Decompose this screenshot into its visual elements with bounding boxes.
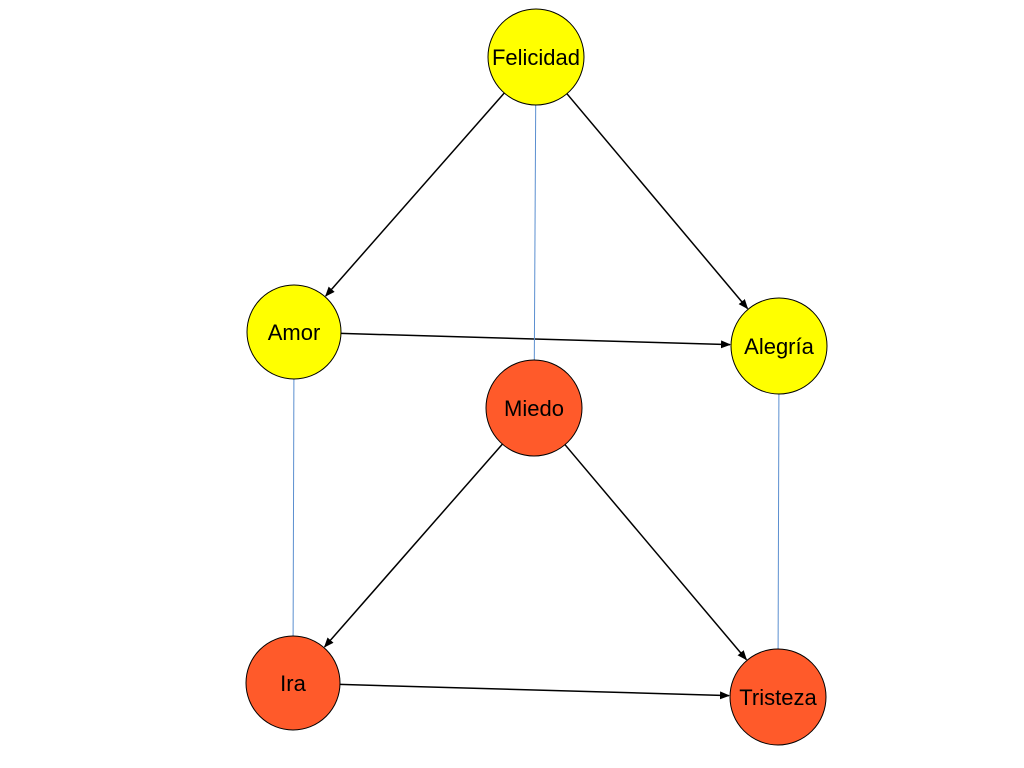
arrow-miedo-to-ira <box>323 443 503 648</box>
node-label-miedo: Miedo <box>504 396 564 421</box>
node-circle-alegria <box>730 297 828 395</box>
node-circle-amor <box>246 284 342 380</box>
node-label-tristeza: Tristeza <box>739 685 817 710</box>
arrow-amor-to-alegria <box>340 332 731 349</box>
arrow-miedo-to-tristeza <box>564 444 748 661</box>
node-label-alegria: Alegría <box>744 334 814 359</box>
node-felicidad: Felicidad <box>487 8 585 106</box>
node-miedo: Miedo <box>485 359 583 457</box>
edges-layer <box>292 92 780 700</box>
node-circle-felicidad <box>487 8 585 106</box>
node-alegria: Alegría <box>730 297 828 395</box>
node-circle-miedo <box>485 359 583 457</box>
node-ira: Ira <box>245 635 341 731</box>
link-amor-ira <box>292 378 295 637</box>
arrow-ira-to-tristeza <box>339 683 730 700</box>
link-alegria-tristeza <box>777 393 780 650</box>
node-circle-tristeza <box>729 648 827 746</box>
node-label-ira: Ira <box>280 671 306 696</box>
arrow-felicidad-to-amor <box>325 92 505 297</box>
node-circle-ira <box>245 635 341 731</box>
arrow-felicidad-to-alegria <box>566 93 749 310</box>
node-label-amor: Amor <box>268 320 321 345</box>
node-label-felicidad: Felicidad <box>492 45 580 70</box>
node-amor: Amor <box>246 284 342 380</box>
link-felicidad-miedo <box>533 104 537 361</box>
node-tristeza: Tristeza <box>729 648 827 746</box>
